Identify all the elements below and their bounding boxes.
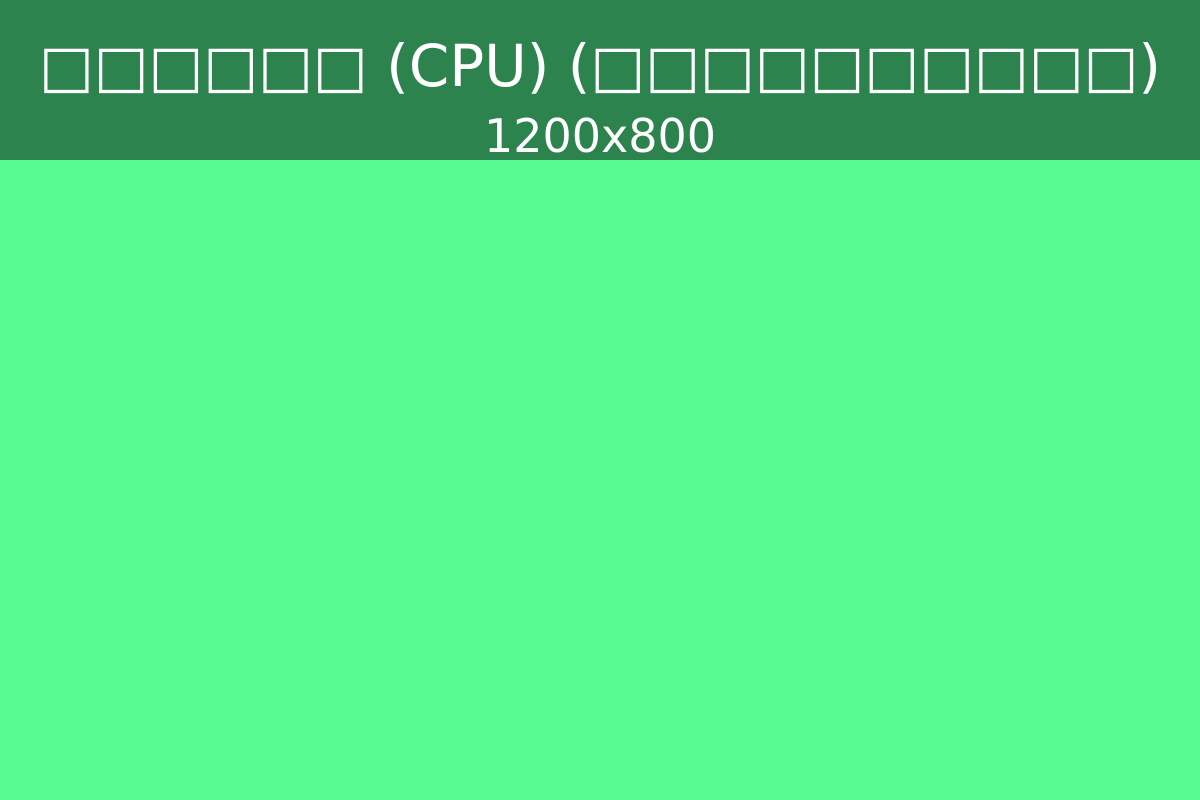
dimensions-label: 1200x800 [483, 109, 717, 163]
page-title: □□□□□□ (CPU) (□□□□□□□□□□) [38, 32, 1162, 100]
empty-content-area [0, 160, 1200, 800]
header-banner: □□□□□□ (CPU) (□□□□□□□□□□) 1200x800 [0, 0, 1200, 163]
